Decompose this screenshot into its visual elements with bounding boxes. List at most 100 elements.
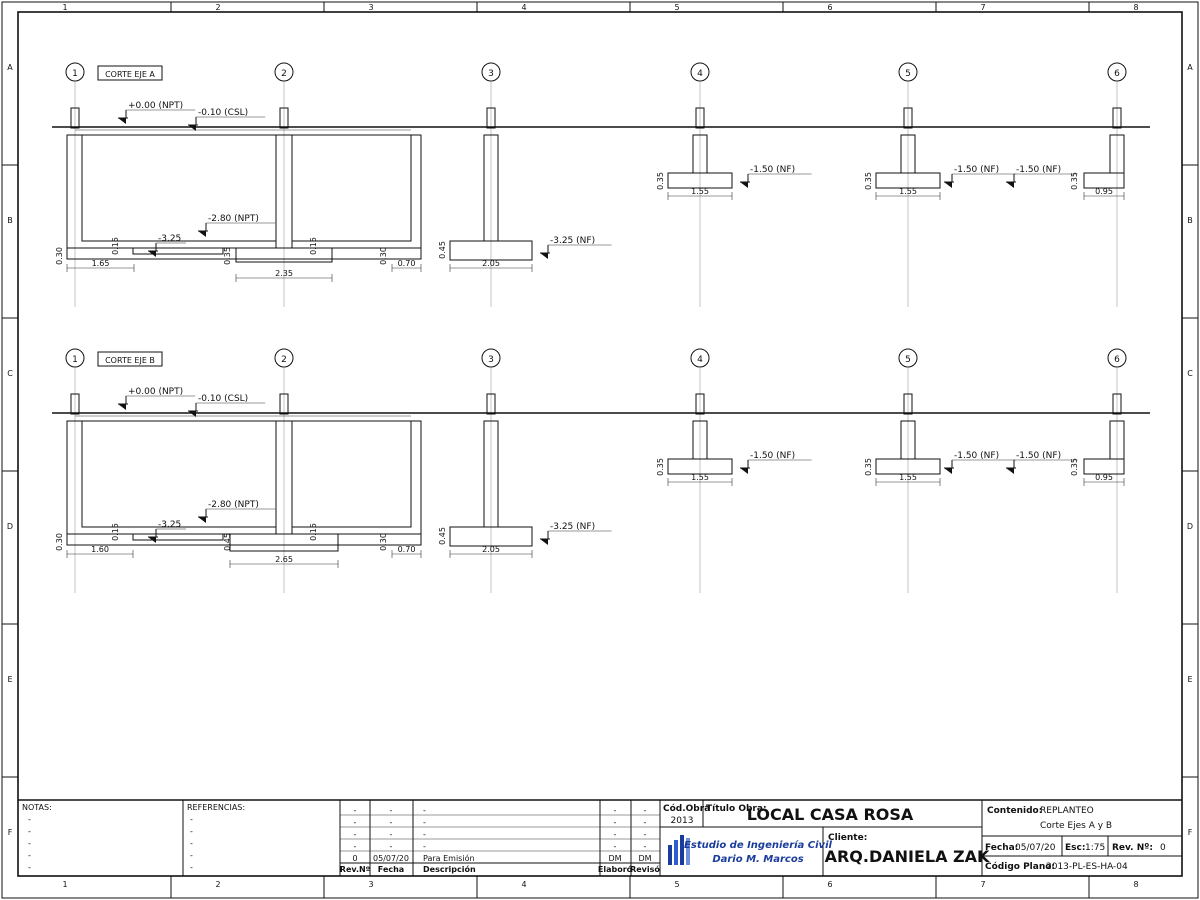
level-label: -2.80 (NPT) [208,500,259,510]
footing-axis-5 [875,458,941,475]
note-item: - [28,815,31,824]
level-label: -3.25 [158,520,181,530]
column-marker-top: 4 [521,3,526,12]
column-stub [695,107,705,129]
cod-obra-label: Cód.Obra [663,803,710,814]
revision-reviewed: - [644,830,647,839]
level-base: -3.25 [148,520,186,543]
column-stub [279,393,289,415]
dim-footing-5: 1.55 [875,187,941,200]
level-npt-bottom: -2.80 (NPT) [198,500,276,523]
column-stub [1112,107,1122,129]
dimension-label: 1.55 [691,473,709,482]
column-stub [70,107,80,129]
references-label: REFERENCIAS: [187,803,245,812]
column-stub [695,393,705,415]
revision-elaborated: - [614,806,617,815]
axis-bubble-1 [65,62,85,82]
thickness-label: 0.35 [223,247,232,265]
axis-bubble-3 [481,62,501,82]
footing-axis-4 [667,458,733,475]
dimension-label: 1.55 [899,187,917,196]
column-stub [903,107,913,129]
section-label-box [97,65,163,81]
level-nf-axis-4: -1.50 (NF) [740,451,812,474]
axis-label-3: 3 [488,69,494,79]
basement-wall-outline [66,134,422,249]
axis-label-5: 5 [905,355,911,365]
column-marker-bottom: 5 [674,880,679,889]
slab-beam [132,247,224,255]
level-label: -2.80 (NPT) [208,214,259,224]
revision-date: - [390,842,393,851]
row-marker-left: F [8,828,13,837]
level-nf-axis-3: -3.25 (NF) [540,522,612,545]
central-footing [229,533,339,552]
note-item: - [28,839,31,848]
dim-right: 0.70 [391,259,422,272]
axis-label-6: 6 [1114,69,1120,79]
row-marker-left: D [7,522,13,531]
basement-slab [66,247,422,260]
dimension-label: 0.95 [1095,187,1113,196]
axis-bubble-3 [481,348,501,368]
section-label-box [97,351,163,367]
axis-bubble-6 [1107,62,1127,82]
level-label: -1.50 (NF) [1016,165,1061,175]
basement-inner-left [81,420,277,528]
footing-axis-3 [449,526,533,547]
revision-elaborated: DM [608,854,621,863]
revision-description: - [423,806,426,815]
row-marker-right: F [1188,828,1193,837]
dim-footing-5: 1.55 [875,473,941,486]
level-nf-axis-4: -1.50 (NF) [740,165,812,188]
note-item: - [28,827,31,836]
axis-label-1: 1 [72,69,78,79]
dimension-label: 0.95 [1095,473,1113,482]
level-label: -1.50 (NF) [750,165,795,175]
revision-elaborated: - [614,830,617,839]
axis-label-4: 4 [697,69,703,79]
revision-date: - [390,818,393,827]
basement-slab [66,533,422,546]
titulo-value: LOCAL CASA ROSA [747,805,914,824]
revision-reviewed: - [644,806,647,815]
cliente-label: Cliente: [828,833,867,843]
column-marker-bottom: 2 [215,880,220,889]
dimension-label: 2.05 [482,545,500,554]
axis-bubble-6 [1107,348,1127,368]
column-marker-top: 3 [368,3,373,12]
thickness-label: 0.30 [379,247,388,265]
level-label: -3.25 [158,234,181,244]
level-label: -1.50 (NF) [954,165,999,175]
basement-inner-left [81,134,277,242]
dimension-label: 1.55 [899,473,917,482]
revision-reviewed: - [644,842,647,851]
column-marker-top: 5 [674,3,679,12]
column-marker-bottom: 6 [827,880,832,889]
axis-bubble-5 [898,62,918,82]
cod-obra-value: 2013 [671,816,694,826]
thickness-label: 0.15 [111,237,120,255]
axis-bubble-2 [274,348,294,368]
column-stub [1112,393,1122,415]
level-npt-bottom: -2.80 (NPT) [198,214,276,237]
row-marker-right: C [1187,369,1193,378]
level-nf-axis-5: -1.50 (NF) [944,451,1016,474]
axis-bubble-5 [898,348,918,368]
codigo-label: Código Plano: [985,861,1055,872]
level-label: +0.00 (NPT) [128,101,183,111]
thickness-label: 0.45 [438,241,447,259]
column-stub [903,393,913,415]
column-marker-bottom: 1 [62,880,67,889]
axis-label-4: 4 [697,355,703,365]
column-marker-top: 6 [827,3,832,12]
column-stub [486,107,496,129]
revision-reviewed: - [644,818,647,827]
dimension-label: 2.35 [275,269,293,278]
